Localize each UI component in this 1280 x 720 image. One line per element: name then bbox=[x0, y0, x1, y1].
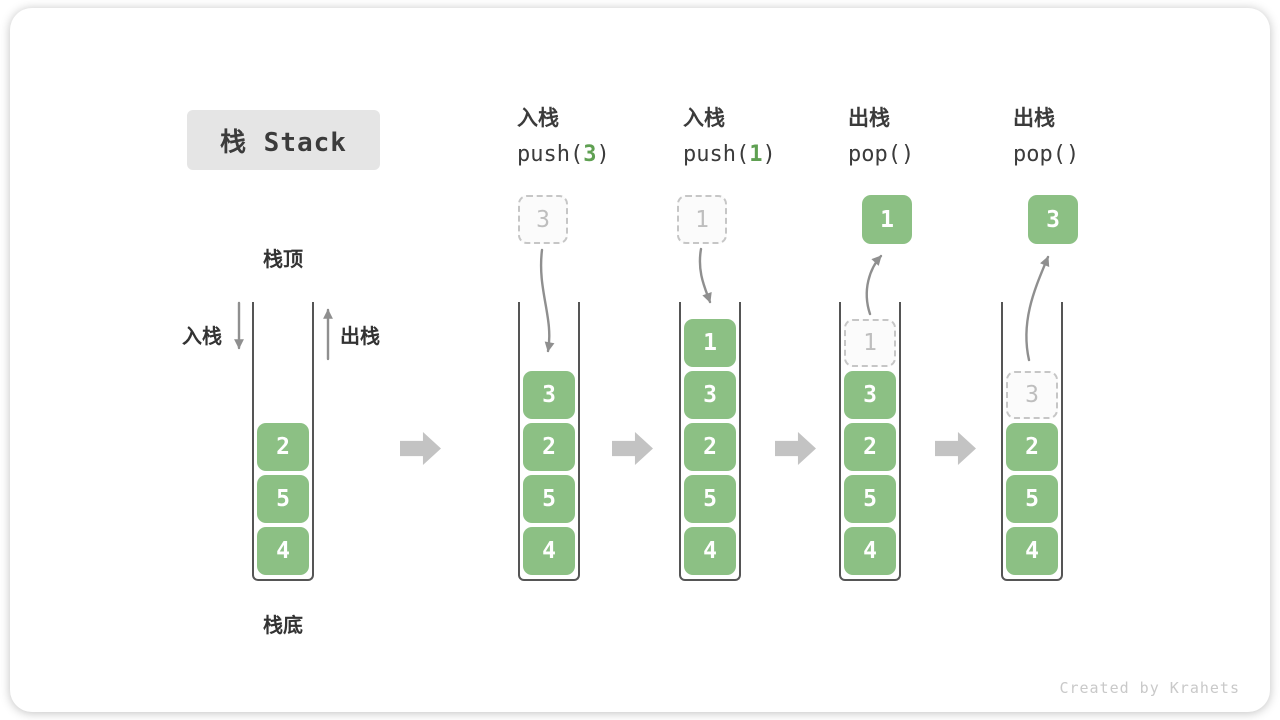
diagram-title-box: 栈 Stack bbox=[187, 110, 380, 170]
stack-block: 3 bbox=[523, 371, 575, 419]
watermark: Created by Krahets bbox=[1059, 679, 1240, 697]
stack-state-after-push1: 1 3 2 5 4 bbox=[679, 302, 741, 581]
popped-value-box: 1 bbox=[862, 195, 912, 244]
op-code-suffix: ) bbox=[762, 142, 776, 167]
op-code-label: pop() bbox=[1013, 141, 1173, 169]
stack-block: 4 bbox=[684, 527, 736, 575]
op-code-suffix: ) bbox=[900, 142, 915, 167]
op-code-suffix: ) bbox=[596, 142, 610, 167]
op-action-label: 出栈 bbox=[848, 107, 890, 130]
stack-block: 2 bbox=[523, 423, 575, 471]
incoming-value-box: 1 bbox=[677, 195, 727, 244]
stack-block: 4 bbox=[523, 527, 575, 575]
stack-block: 5 bbox=[523, 475, 575, 523]
stack-block: 2 bbox=[257, 423, 309, 471]
stack-state-initial: 2 5 4 bbox=[252, 302, 314, 581]
diagram-title-label: 栈 Stack bbox=[220, 127, 347, 158]
popped-value-box: 3 bbox=[1028, 195, 1078, 244]
op-action-label: 出栈 bbox=[1013, 107, 1055, 130]
stack-top-label: 栈顶 bbox=[263, 249, 303, 271]
op-code-label: push(1) bbox=[683, 141, 843, 169]
op-action-label: 入栈 bbox=[517, 107, 559, 130]
pop-side-label: 出栈 bbox=[340, 326, 380, 348]
stack-block: 3 bbox=[844, 371, 896, 419]
op-code-label: pop() bbox=[848, 141, 1008, 169]
stack-block: 2 bbox=[684, 423, 736, 471]
stack-block: 5 bbox=[1006, 475, 1058, 523]
op-code-prefix: pop( bbox=[848, 142, 901, 167]
op-code-arg: 3 bbox=[583, 142, 597, 167]
op-code-label: push(3) bbox=[517, 141, 677, 169]
op-label-pop-2: 出栈 pop() bbox=[1013, 106, 1173, 169]
op-code-suffix: ) bbox=[1065, 142, 1080, 167]
stack-ghost-block: 1 bbox=[844, 319, 896, 367]
stack-block: 5 bbox=[684, 475, 736, 523]
stack-bottom-label: 栈底 bbox=[263, 615, 303, 637]
op-code-arg: 1 bbox=[749, 142, 763, 167]
op-code-prefix: push( bbox=[683, 142, 750, 167]
stack-state-after-pop1: 1 3 2 5 4 bbox=[839, 302, 901, 581]
op-label-push-3: 入栈 push(3) bbox=[517, 106, 677, 169]
push-side-label: 入栈 bbox=[182, 326, 222, 348]
stack-block: 3 bbox=[684, 371, 736, 419]
stack-block: 2 bbox=[1006, 423, 1058, 471]
stack-state-after-push3: 3 2 5 4 bbox=[518, 302, 580, 581]
stack-block: 5 bbox=[844, 475, 896, 523]
op-code-prefix: pop( bbox=[1013, 142, 1066, 167]
stack-block: 4 bbox=[1006, 527, 1058, 575]
stack-block: 4 bbox=[257, 527, 309, 575]
stack-block: 2 bbox=[844, 423, 896, 471]
incoming-value-box: 3 bbox=[518, 195, 568, 244]
stack-ghost-block: 3 bbox=[1006, 371, 1058, 419]
stack-block: 1 bbox=[684, 319, 736, 367]
stack-block: 5 bbox=[257, 475, 309, 523]
op-label-push-1: 入栈 push(1) bbox=[683, 106, 843, 169]
stack-state-after-pop3: 3 2 5 4 bbox=[1001, 302, 1063, 581]
op-action-label: 入栈 bbox=[683, 107, 725, 130]
op-label-pop-1: 出栈 pop() bbox=[848, 106, 1008, 169]
op-code-prefix: push( bbox=[517, 142, 584, 167]
stack-block: 4 bbox=[844, 527, 896, 575]
